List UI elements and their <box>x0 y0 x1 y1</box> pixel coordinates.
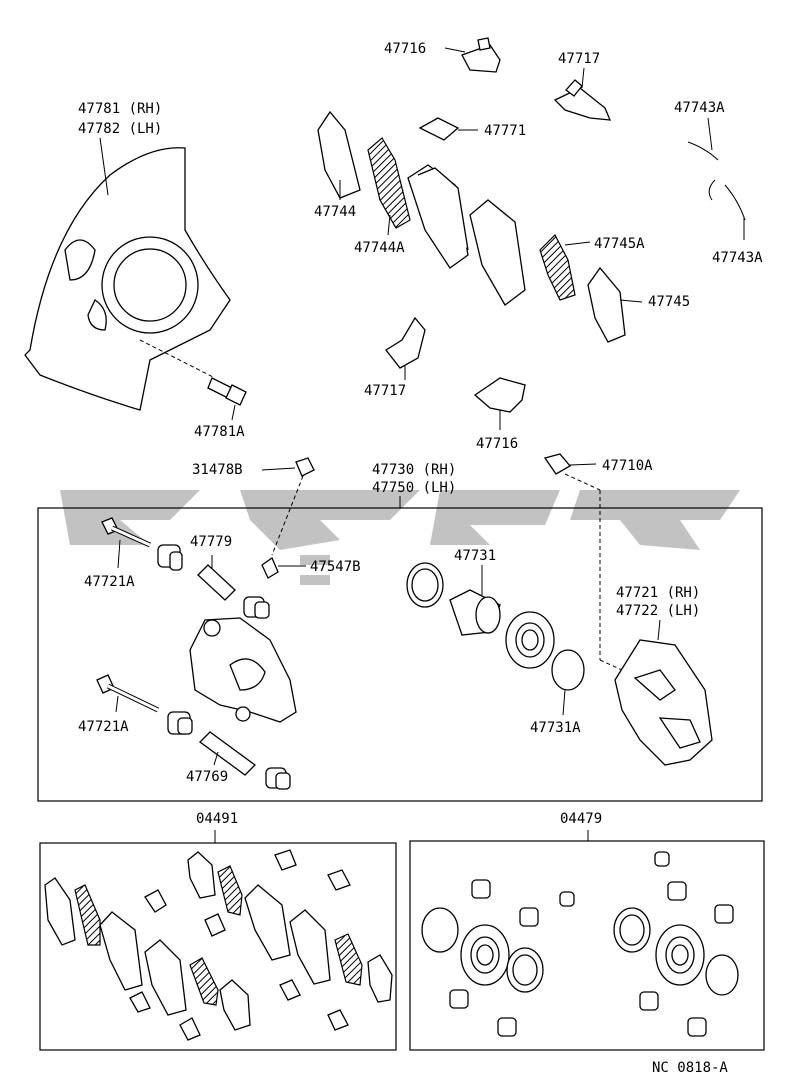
label-47745: 47745 <box>648 294 690 310</box>
bolt-47721A-bot <box>96 674 160 713</box>
label-47781A: 47781A <box>194 424 245 440</box>
label-47717-mid: 47717 <box>364 383 406 399</box>
label-47743A-top: 47743A <box>674 100 725 116</box>
piston-47731 <box>449 565 501 636</box>
label-47716-top: 47716 <box>384 41 426 57</box>
label-31478B: 31478B <box>192 462 243 478</box>
label-47721A-top: 47721A <box>84 574 135 590</box>
clip-47717-top <box>553 67 612 121</box>
pad-47744A <box>367 137 411 236</box>
label-47731A: 47731A <box>530 720 581 736</box>
boot-top-2 <box>243 596 270 619</box>
label-47731: 47731 <box>454 548 496 564</box>
caliper-assembly-box <box>37 507 763 802</box>
bolt-47721A-top <box>101 517 152 569</box>
seal-kit-contents <box>421 851 739 1037</box>
label-47781: 47781 (RH) <box>78 101 162 117</box>
label-47769: 47769 <box>186 769 228 785</box>
pin-47779 <box>197 555 236 601</box>
bleeder-47547B <box>261 557 306 579</box>
seal-kit-box-04479 <box>409 840 765 1051</box>
clip-47716-top <box>444 37 501 73</box>
bolt-47710A <box>543 453 623 671</box>
clip-47716-mid <box>473 377 526 430</box>
label-47782: 47782 (LH) <box>78 121 162 137</box>
cap-31478B <box>261 457 315 556</box>
label-47721A-bot: 47721A <box>78 719 129 735</box>
seal-47731A <box>551 649 585 716</box>
caliper-body <box>189 617 297 723</box>
label-47730: 47730 (RH) <box>372 462 456 478</box>
label-04479: 04479 <box>560 811 602 827</box>
boot-bot-1 <box>167 711 193 735</box>
pad-kit-box-04491 <box>39 842 397 1051</box>
boot-bot-2 <box>265 767 291 790</box>
label-47771: 47771 <box>484 123 526 139</box>
label-47716-mid: 47716 <box>476 436 518 452</box>
spring-47743A <box>687 117 746 240</box>
watermark-logo <box>60 490 740 585</box>
pad-kit-contents <box>44 849 393 1041</box>
label-47750: 47750 (LH) <box>372 480 456 496</box>
label-47547B: 47547B <box>310 559 361 575</box>
shim-47744 <box>317 110 361 200</box>
label-47779: 47779 <box>190 534 232 550</box>
label-47722: 47722 (LH) <box>616 603 700 619</box>
clip-47717-mid <box>385 316 426 380</box>
label-47744A: 47744A <box>354 240 405 256</box>
label-47743A-bot: 47743A <box>712 250 763 266</box>
piston-seal-ring <box>406 562 444 608</box>
brake-pad-outer <box>469 199 526 306</box>
torque-plate-47721 <box>614 619 713 766</box>
document-code: NC 0818-A <box>652 1060 728 1076</box>
label-47710A: 47710A <box>602 458 653 474</box>
dust-shield-47781 <box>24 137 231 411</box>
label-47717-top: 47717 <box>558 51 600 67</box>
label-47745A: 47745A <box>594 236 645 252</box>
boot-top-1 <box>157 544 183 571</box>
label-47721: 47721 (RH) <box>616 585 700 601</box>
label-47744: 47744 <box>314 204 356 220</box>
shim-47745 <box>587 266 643 343</box>
clip-47771 <box>418 117 478 141</box>
label-04491: 04491 <box>196 811 238 827</box>
pad-47745A <box>539 233 591 301</box>
piston-boot <box>505 611 555 669</box>
bolt-47781A <box>207 377 247 421</box>
pin-47769 <box>199 731 256 776</box>
brake-pad-inner <box>407 164 469 269</box>
